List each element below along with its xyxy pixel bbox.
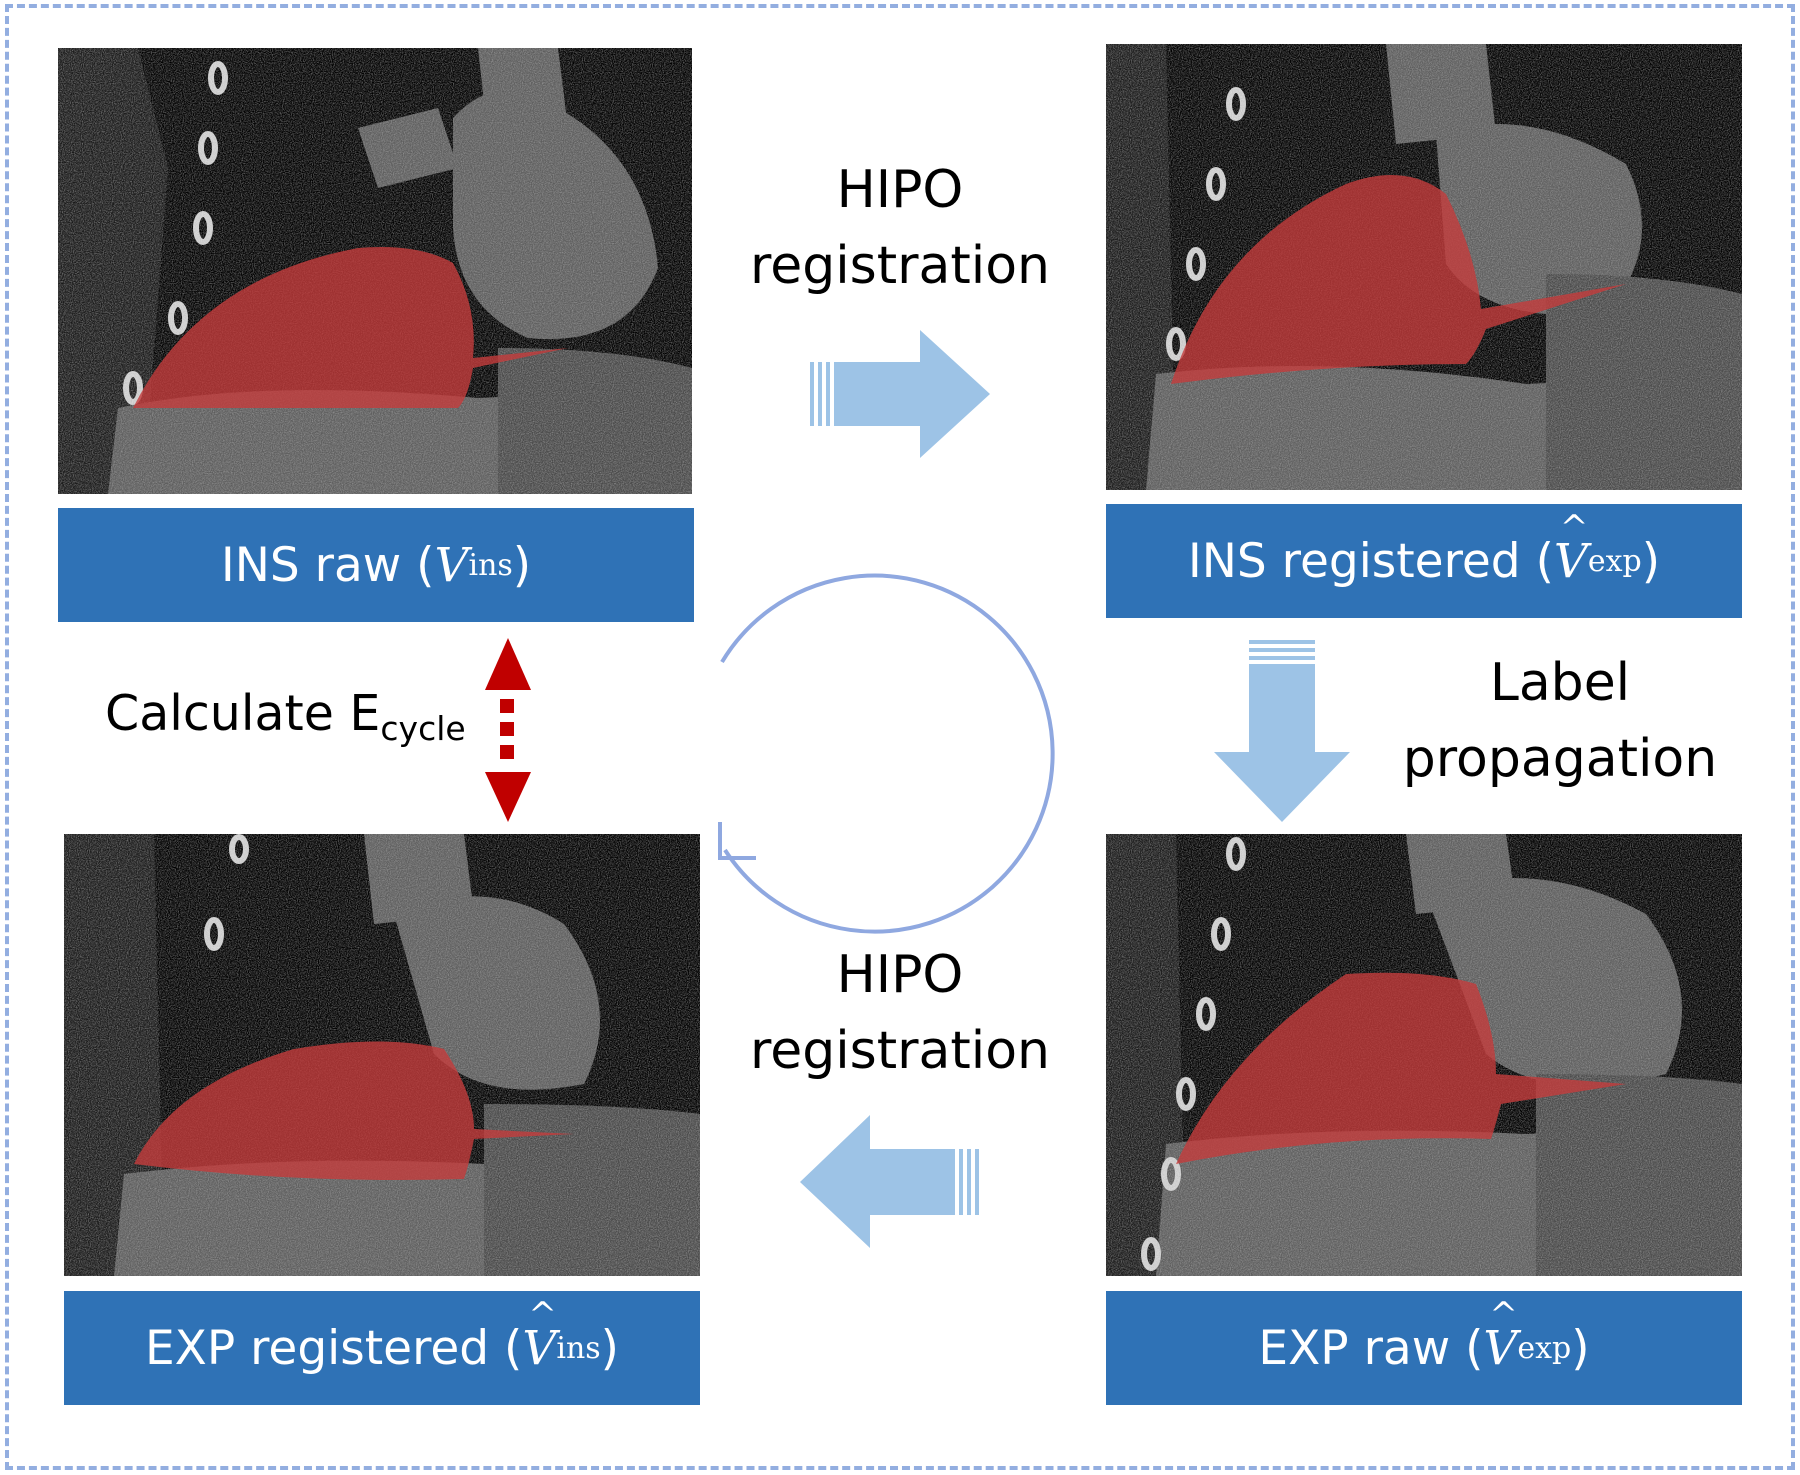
ins-registered-ct-image xyxy=(1106,44,1742,490)
calculate-cycle-error-caption: Calculate Ecycle xyxy=(105,685,466,748)
dashed-frame xyxy=(5,4,1795,1470)
exp-registered-ct-image xyxy=(64,834,700,1276)
exp-raw-ct-image xyxy=(1106,834,1742,1276)
ins-raw-ct-image xyxy=(58,48,692,494)
